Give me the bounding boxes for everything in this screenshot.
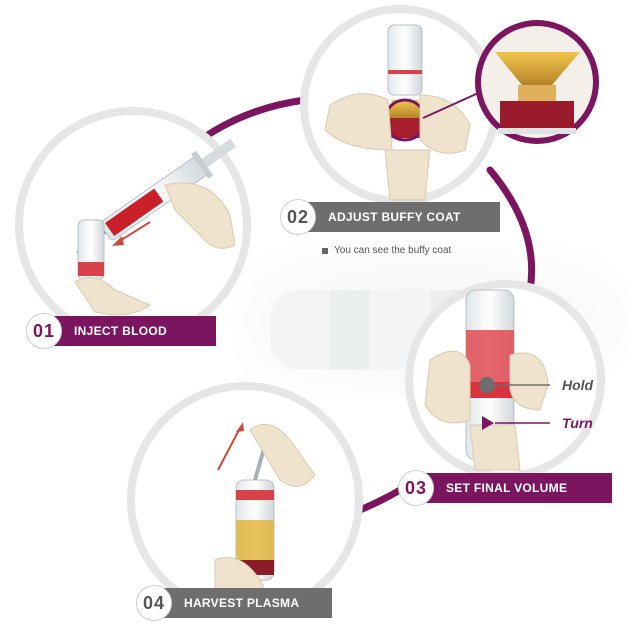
step4-number: 04 bbox=[136, 585, 172, 621]
step4-title: HARVEST PLASMA bbox=[158, 588, 332, 618]
step3-circle bbox=[405, 280, 605, 480]
hold-annotation: Hold bbox=[562, 377, 594, 393]
step3-title: SET FINAL VOLUME bbox=[420, 473, 612, 503]
turn-annotation: Turn bbox=[562, 415, 593, 431]
step4-circle bbox=[127, 382, 363, 618]
step1-circle bbox=[15, 107, 251, 343]
step2-title: ADJUST BUFFY COAT bbox=[302, 202, 500, 232]
step2-number: 02 bbox=[280, 199, 316, 235]
step2-circle bbox=[300, 5, 500, 205]
step1-title: INJECT BLOOD bbox=[48, 316, 216, 346]
step2-caption-text: You can see the buffy coat bbox=[334, 245, 452, 256]
step3-number: 03 bbox=[398, 470, 434, 506]
step1-number: 01 bbox=[26, 313, 62, 349]
step2-caption: You can see the buffy coat bbox=[322, 245, 451, 256]
zoom-inset bbox=[422, 20, 599, 144]
bullet-square-icon bbox=[322, 247, 328, 254]
